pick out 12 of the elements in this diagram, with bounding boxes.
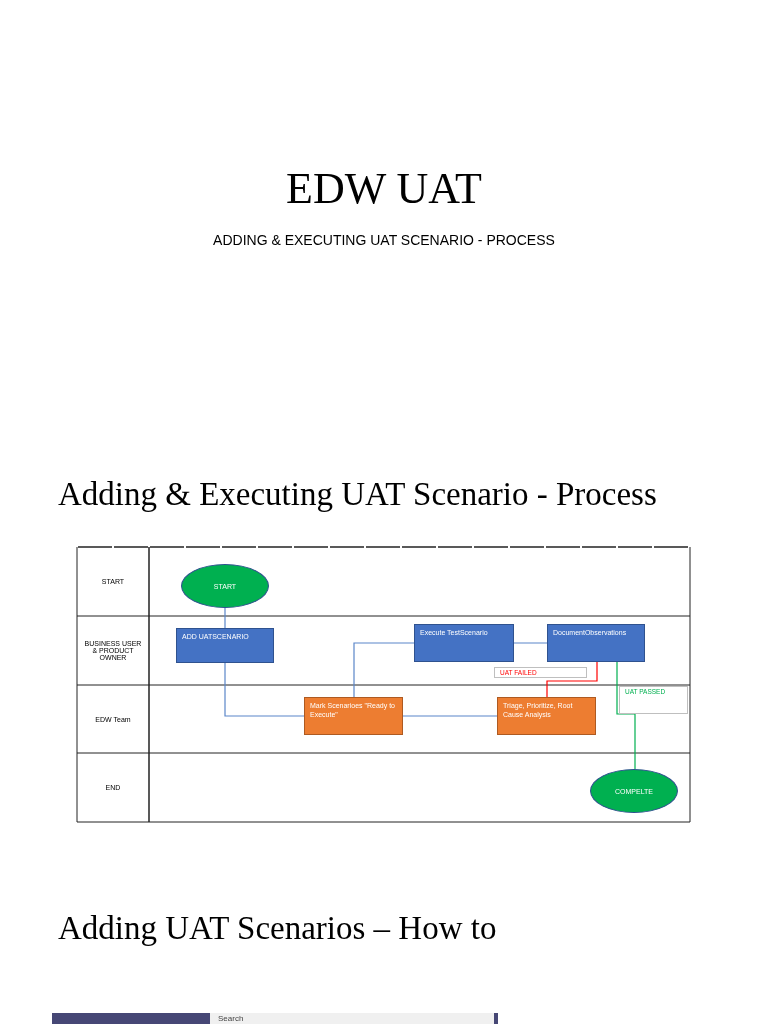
subtitle: ADDING & EXECUTING UAT SCENARIO - PROCESS [212, 232, 556, 248]
connector-line [616, 661, 636, 770]
connector-line [513, 642, 548, 644]
connector-line [546, 661, 598, 698]
slide-heading: Adding & Executing UAT Scenario - Process [58, 476, 657, 513]
connector-line [224, 607, 226, 629]
title: EDW UAT [285, 163, 483, 214]
connector-line [224, 662, 305, 717]
search-field: Search [210, 1013, 494, 1024]
connector-line [353, 642, 415, 698]
connector-line [402, 715, 498, 717]
slide-heading: Adding UAT Scenarios – How to [58, 910, 497, 947]
